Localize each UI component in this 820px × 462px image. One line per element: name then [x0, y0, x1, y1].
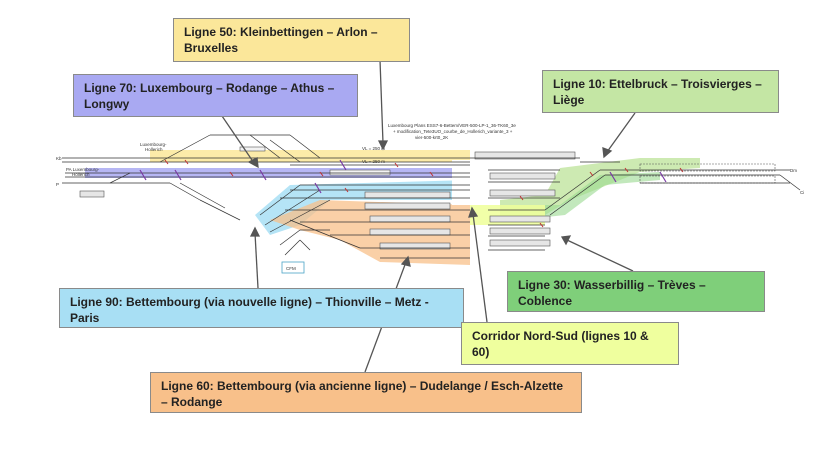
band-ligne50 [150, 150, 470, 162]
callout-ligne50: Ligne 50: Kleinbettingen – Arlon – Bruxe… [173, 18, 410, 62]
callout-ligne90: Ligne 90: Bettembourg (via nouvelle lign… [59, 288, 464, 328]
callout-ligne10: Ligne 10: Ettelbruck – Troisvierges – Li… [542, 70, 779, 113]
arrow-ligne10 [606, 112, 636, 153]
platforms [79, 146, 776, 250]
callout-ligne60: Ligne 60: Bettembourg (via ancienne lign… [150, 372, 582, 413]
callout-corridor: Corridor Nord-Sud (lignes 10 & 60) [461, 322, 679, 365]
track-dm-label: Dm [790, 168, 797, 173]
pa-luxembourg-label-b: Hollerich [72, 172, 90, 177]
arrow-corridor [472, 213, 488, 323]
plan-title: Luxembourg Plans ESS7-6-Bettem/VER-500-L… [388, 123, 516, 128]
plan-subtitle-1: + modification_Tete3UO_courbe_de_Holleri… [393, 129, 513, 134]
tracks [62, 134, 801, 259]
luxembourg-hollerich-label-b: Hollerich [145, 147, 163, 152]
callout-ligne30: Ligne 30: Wasserbillig – Trèves – Coblen… [507, 271, 765, 312]
arrow-ligne90 [254, 232, 259, 289]
track-p-label: P [56, 182, 59, 187]
plan-subtitle-2: vier-500-krt0_2K [415, 135, 448, 140]
track-ci-label: Ci [800, 190, 804, 195]
speed-label-1: VL = 250 m [362, 146, 385, 151]
callout-ligne70: Ligne 70: Luxembourg – Rodange – Athus –… [73, 74, 358, 117]
arrow-ligne70 [221, 115, 255, 164]
arrow-ligne30 [566, 239, 634, 272]
track-kb-label: Kb [56, 156, 62, 161]
cfl-box-label: CFM [286, 266, 296, 271]
speed-label-2: VL = 250 m [362, 159, 385, 164]
crossings [139, 159, 667, 194]
band-gap [452, 160, 488, 205]
arrow-ligne50 [379, 59, 384, 144]
cfl-box [281, 261, 305, 274]
pa-luxembourg-label-a: PA Luxembourg- [66, 167, 100, 172]
signals [164, 159, 684, 228]
luxembourg-hollerich-label-a: Luxembourg- [140, 142, 167, 147]
